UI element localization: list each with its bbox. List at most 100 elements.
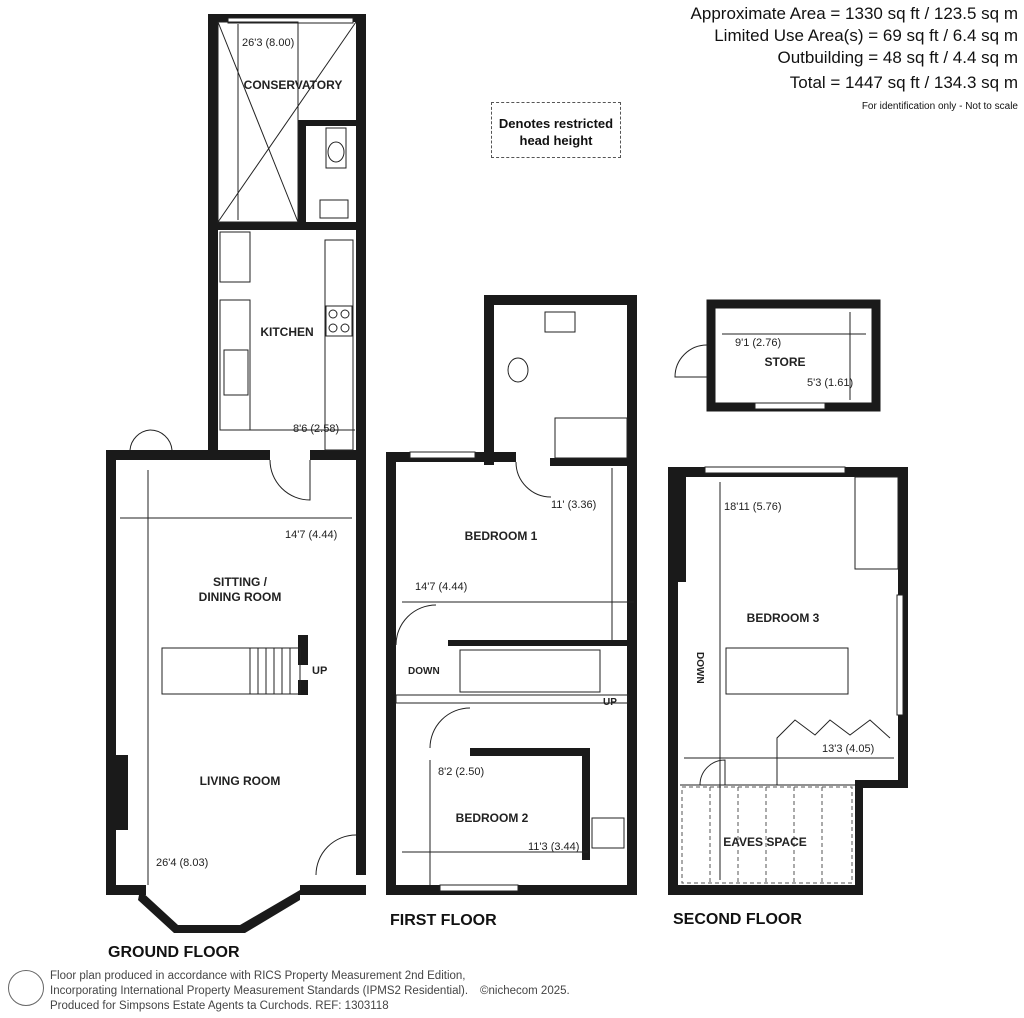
eaves-dashes: [709, 787, 823, 883]
wall: [106, 450, 116, 895]
window: [227, 17, 354, 24]
wall: [582, 748, 590, 860]
door-swing: [315, 834, 357, 876]
wall: [470, 748, 582, 756]
footer-line-1: Floor plan produced in accordance with R…: [50, 970, 466, 982]
roof-line: [217, 21, 357, 223]
window: [896, 594, 904, 716]
stair-treads: [249, 648, 291, 694]
door-swing: [515, 461, 552, 498]
room-living: LIVING ROOM: [200, 774, 281, 788]
first-floor-label: FIRST FLOOR: [390, 912, 497, 929]
toilet-icon: [325, 127, 347, 169]
hob-icon: [325, 305, 353, 337]
chimney-breast: [116, 755, 128, 830]
dim-bedroom1-width: 14'7 (4.44): [415, 581, 467, 593]
staircase: [725, 647, 849, 695]
cupboard: [219, 231, 251, 283]
roof-line: [217, 21, 299, 223]
shower-icon: [591, 817, 625, 849]
wall: [627, 295, 637, 895]
room-bedroom-1: BEDROOM 1: [465, 529, 538, 543]
legend-line-2: head height: [519, 133, 593, 148]
hob-ring-icon: [328, 309, 338, 319]
dim-kitchen: 8'6 (2.58): [293, 423, 339, 435]
restricted-height-legend: Denotes restricted head height: [491, 102, 621, 158]
door-swing: [674, 344, 708, 378]
ground-floor-label: GROUND FLOOR: [108, 944, 240, 961]
door-swing: [429, 707, 471, 749]
wall: [356, 14, 366, 459]
dim-bedroom3-depth: 18'11 (5.76): [724, 501, 782, 513]
bay-window-wall: [138, 890, 300, 933]
window: [409, 451, 476, 459]
room-eaves-space: EAVES SPACE: [723, 835, 807, 849]
french-doors: [129, 429, 173, 451]
dim-bedroom1-depth: 11' (3.36): [551, 499, 596, 511]
dim-bedroom2-width: 11'3 (3.44): [528, 841, 579, 853]
wall: [106, 885, 146, 895]
staircase: [459, 649, 601, 693]
hob-ring-icon: [340, 323, 350, 333]
stair-down-label: DOWN: [694, 652, 705, 684]
kitchen-worktop: [324, 239, 354, 451]
door-swing: [699, 759, 726, 786]
second-floor-label: SECOND FLOOR: [673, 911, 802, 928]
window: [704, 466, 846, 474]
wall: [218, 222, 358, 230]
landing-line: [395, 694, 629, 704]
room-conservatory: CONSERVATORY: [244, 78, 343, 92]
footer-line-3: Produced for Simpsons Estate Agents ta C…: [50, 1000, 389, 1012]
outbuilding-area: Outbuilding = 48 sq ft / 4.4 sq m: [777, 48, 1019, 67]
ground-floor-plan: CONSERVATORY KITCHEN SITTING / DINING RO…: [106, 14, 366, 961]
sink-icon: [223, 349, 249, 396]
wall: [298, 635, 308, 665]
wardrobe: [776, 719, 891, 785]
second-floor-plan: BEDROOM 3 EAVES SPACE 18'11 (5.76) 13'3 …: [668, 466, 908, 928]
person-icon: [8, 970, 44, 1006]
bath-icon: [554, 417, 628, 459]
legend-line-1: Denotes restricted: [498, 116, 614, 131]
wall: [106, 450, 190, 460]
basin-icon: [544, 311, 576, 333]
footer: Floor plan produced in accordance with R…: [50, 969, 570, 1014]
dim-living-length: 26'4 (8.03): [156, 857, 208, 869]
room-store: STORE: [764, 355, 805, 369]
footer-line-2: Incorporating International Property Mea…: [50, 985, 469, 997]
area-summary: Approximate Area = 1330 sq ft / 123.5 sq…: [691, 3, 1018, 114]
room-dining: DINING ROOM: [199, 590, 282, 604]
wall: [550, 458, 630, 466]
door-swing: [395, 604, 437, 646]
dim-sitting-width: 14'7 (4.44): [285, 529, 337, 541]
wall: [298, 120, 358, 126]
room-bedroom-2: BEDROOM 2: [456, 811, 529, 825]
dim-conservatory: 26'3 (8.00): [242, 37, 294, 49]
wall: [448, 640, 628, 646]
approximate-area: Approximate Area = 1330 sq ft / 123.5 sq…: [690, 4, 1018, 23]
limited-use-area: Limited Use Area(s) = 69 sq ft / 6.4 sq …: [714, 26, 1018, 45]
wall: [208, 14, 218, 459]
wall: [356, 455, 366, 875]
staircase: [161, 647, 301, 695]
wall: [300, 885, 366, 895]
roof-outline: [217, 21, 299, 223]
stair-up-label: UP: [603, 697, 617, 708]
wall: [484, 295, 494, 465]
window: [754, 402, 826, 410]
scale-note: For identification only - Not to scale: [861, 101, 1018, 112]
dim-bedroom2-depth: 8'2 (2.50): [438, 766, 484, 778]
dim-store-depth: 5'3 (1.61): [807, 377, 853, 389]
dim-bedroom3-width: 13'3 (4.05): [822, 743, 874, 755]
eaves-restricted-area: [681, 786, 853, 884]
toilet-icon: [507, 357, 529, 383]
wall: [310, 450, 366, 460]
wall: [484, 295, 637, 305]
room-kitchen: KITCHEN: [260, 325, 313, 339]
hob-ring-icon: [328, 323, 338, 333]
wall: [386, 452, 396, 895]
copyright: ©nichecom 2025.: [480, 985, 570, 997]
store-plan: STORE 9'1 (2.76) 5'3 (1.61): [674, 299, 881, 412]
wall: [298, 680, 308, 695]
basin-icon: [319, 199, 349, 219]
